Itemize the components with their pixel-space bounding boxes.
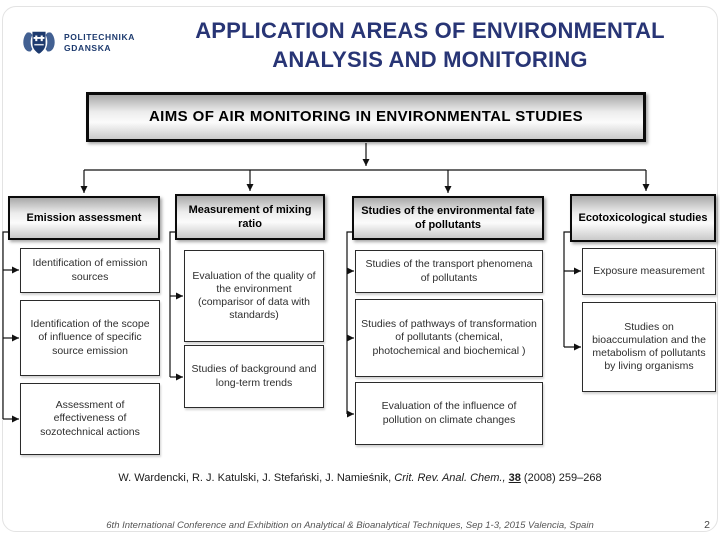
header-measurement-of-mixing-ratio: Measurement of mixing ratio [175,194,325,240]
box-background-and-long-term-trends: Studies of background and long-term tren… [184,345,324,408]
box-exposure-measurement: Exposure measurement [582,248,716,295]
reference-citation: W. Wardencki, R. J. Katulski, J. Stefańs… [0,472,720,484]
header-environmental-fate-studies: Studies of the environmental fate of pol… [352,196,544,240]
box-evaluation-of-environment-quality: Evaluation of the quality of the environ… [184,250,324,342]
slide-title-line2: ANALYSIS AND MONITORING [272,47,588,73]
conference-footer: 6th International Conference and Exhibit… [106,520,594,531]
university-logo: POLITECHNIKA GDANSKA [20,28,135,58]
logo-line2: GDANSKA [64,43,112,53]
box-scope-of-influence: Identification of the scope of influence… [20,300,160,376]
box-transport-phenomena: Studies of the transport phenomena of po… [355,250,543,293]
box-influence-on-climate-changes: Evaluation of the influence of pollution… [355,382,543,445]
box-identification-of-emission-sources: Identification of emission sources [20,248,160,293]
box-bioaccumulation-and-metabolism: Studies on bioaccumulation and the metab… [582,302,716,392]
citation-pages: (2008) 259–268 [520,472,602,484]
citation-authors: W. Wardencki, R. J. Katulski, J. Stefańs… [118,472,395,484]
university-name: POLITECHNIKA GDANSKA [64,32,135,54]
header-ecotoxicological-studies: Ecotoxicological studies [570,194,716,242]
logo-line1: POLITECHNIKA [64,31,135,42]
box-assessment-of-effectiveness: Assessment of effectiveness of sozotechn… [20,383,160,455]
gdansk-tech-crest-icon [23,31,55,54]
slide-title-line1: APPLICATION AREAS OF ENVIRONMENTAL [195,18,665,43]
slide-title: APPLICATION AREAS OF ENVIRONMENTAL ANALY… [140,16,720,74]
citation-volume: 38 [508,472,521,484]
root-box-aims-of-air-monitoring: AIMS OF AIR MONITORING IN ENVIRONMENTAL … [86,92,646,142]
citation-journal: Crit. Rev. Anal. Chem., [394,472,509,484]
box-pathways-of-transformation: Studies of pathways of transformation of… [355,299,543,377]
page-number: 2 [704,519,710,531]
header-emission-assessment: Emission assessment [8,196,160,240]
